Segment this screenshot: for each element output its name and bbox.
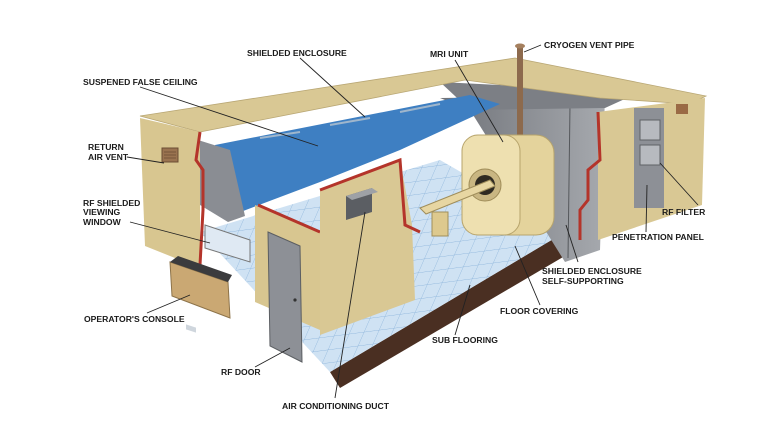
label-cryogen-vent-pipe: CRYOGEN VENT PIPE xyxy=(544,40,635,50)
suspended-false-ceiling xyxy=(215,95,500,216)
label-shielded-enclosure-self-supporting: SELF-SUPPORTING xyxy=(542,276,624,286)
label-operators-console: OPERATOR'S CONSOLE xyxy=(84,314,185,324)
room-structure xyxy=(139,43,708,388)
label-viewing-window: RF SHIELDED xyxy=(83,198,140,208)
label-viewing-window: WINDOW xyxy=(83,217,122,227)
leader-lines xyxy=(126,44,699,399)
label-shielded-enclosure: SHIELDED ENCLOSURE xyxy=(247,48,347,58)
label-viewing-window: VIEWING xyxy=(83,207,121,217)
label-penetration-panel: PENETRATION PANEL xyxy=(612,232,704,242)
label-rf-door: RF DOOR xyxy=(221,367,261,377)
mri-unit xyxy=(419,134,555,237)
rf-door[interactable] xyxy=(267,231,303,363)
cryogen-vent-pipe xyxy=(517,46,523,138)
label-floor-covering: FLOOR COVERING xyxy=(500,306,579,316)
label-air-conditioning-duct: AIR CONDITIONING DUCT xyxy=(282,401,390,411)
wall-top-rim xyxy=(139,57,708,133)
label-shielded-enclosure-self-supporting: SHIELDED ENCLOSURE xyxy=(542,266,642,276)
rf-filter xyxy=(639,119,661,141)
label-false-ceiling: SUSPENED FALSE CEILING xyxy=(83,77,198,87)
left-wall xyxy=(140,118,200,268)
label-return-air-vent: RETURN xyxy=(88,142,124,152)
label-return-air-vent: AIR VENT xyxy=(88,152,129,162)
front-wall-right xyxy=(320,160,415,335)
sub-flooring xyxy=(330,235,575,388)
label-sub-flooring: SUB FLOORING xyxy=(432,335,498,345)
label-rf-filter: RF FILTER xyxy=(662,207,706,217)
label-mri-unit: MRI UNIT xyxy=(430,49,469,59)
callout-labels: SHIELDED ENCLOSURE SUSPENED FALSE CEILIN… xyxy=(83,40,706,411)
rf-shielded-viewing-window xyxy=(204,224,251,263)
operators-console xyxy=(169,256,232,333)
